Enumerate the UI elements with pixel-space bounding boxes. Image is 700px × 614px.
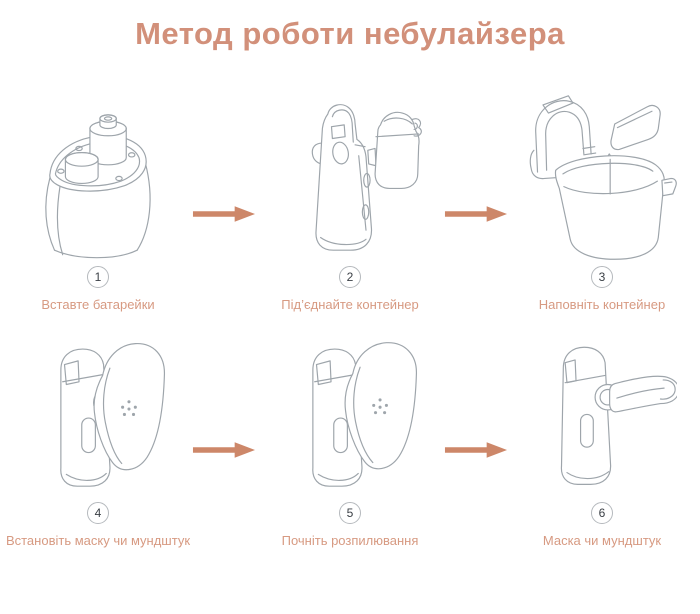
step-label: Під’єднайте контейнер bbox=[281, 297, 419, 312]
arrow-cell bbox=[444, 364, 508, 536]
unit-and-container-icon bbox=[312, 104, 423, 251]
step-number-badge: 6 bbox=[591, 502, 613, 524]
right-arrow-icon bbox=[192, 442, 256, 458]
steps-row-top: 1 Вставте батарейки bbox=[0, 90, 700, 312]
device-with-mask-spray-icon bbox=[312, 342, 417, 487]
device-with-mouthpiece-icon bbox=[560, 346, 677, 485]
step-6: 6 Маска чи мундштук bbox=[508, 326, 696, 548]
step-5-illustration bbox=[282, 326, 418, 498]
step-5: 5 Почніть розпилювання bbox=[256, 326, 444, 548]
right-arrow-icon bbox=[444, 442, 508, 458]
step-label: Встановіть маску чи мундштук bbox=[5, 533, 191, 548]
step-3-illustration bbox=[523, 90, 682, 262]
step-3: 3 Наповніть контейнер bbox=[508, 90, 696, 312]
step-label: Вставте батарейки bbox=[41, 297, 155, 312]
steps-row-bottom: 4 Встановіть маску чи мундштук bbox=[0, 326, 700, 548]
step-2-illustration bbox=[277, 90, 423, 262]
step-4-illustration bbox=[30, 326, 166, 498]
step-2: 2 Під’єднайте контейнер bbox=[256, 90, 444, 312]
step-number-badge: 5 bbox=[339, 502, 361, 524]
device-with-mask-icon bbox=[60, 343, 165, 487]
step-label: Почніть розпилювання bbox=[281, 533, 419, 548]
step-6-illustration bbox=[527, 326, 677, 498]
right-arrow-icon bbox=[192, 206, 256, 222]
step-label: Маска чи мундштук bbox=[542, 533, 662, 548]
step-4: 4 Встановіть маску чи мундштук bbox=[4, 326, 192, 548]
step-number-badge: 1 bbox=[87, 266, 109, 288]
arrow-cell bbox=[192, 128, 256, 300]
right-arrow-icon bbox=[444, 206, 508, 222]
step-1: 1 Вставте батарейки bbox=[4, 90, 192, 312]
fill-container-cup-drop-icon bbox=[529, 95, 677, 260]
page-title: Метод роботи небулайзера bbox=[135, 16, 565, 51]
step-number-badge: 2 bbox=[339, 266, 361, 288]
arrow-cell bbox=[192, 364, 256, 536]
step-number-badge: 3 bbox=[591, 266, 613, 288]
device-top-batteries-icon bbox=[45, 114, 151, 259]
step-1-illustration bbox=[30, 90, 166, 262]
arrow-cell bbox=[444, 128, 508, 300]
step-label: Наповніть контейнер bbox=[538, 297, 666, 312]
step-number-badge: 4 bbox=[87, 502, 109, 524]
